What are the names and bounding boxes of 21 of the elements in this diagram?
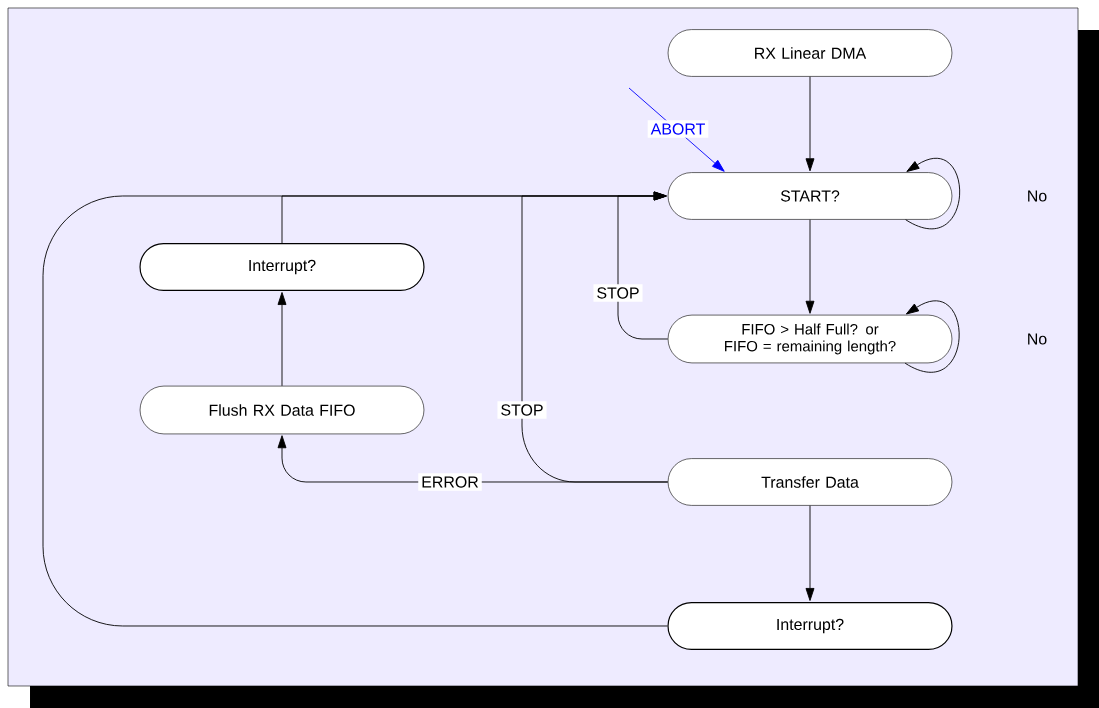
- process-box: Transfer Data: [667, 458, 953, 506]
- process-box: Flush RX Data FIFO: [139, 385, 425, 435]
- arrow: [805, 76, 815, 172]
- arrow: [805, 505, 815, 601]
- edge-label: STOP: [497, 401, 547, 419]
- edge-label: ERROR: [418, 473, 482, 491]
- process-box: FIFO > Half Full? or FIFO = remaining length?: [667, 314, 953, 364]
- arrow: [277, 292, 287, 387]
- arrow: [628, 87, 725, 172]
- edge-label: No: [1028, 190, 1047, 202]
- arrow: [42, 191, 668, 627]
- arrow: [905, 158, 961, 230]
- arrow: [904, 300, 960, 373]
- edge-label: ABORT: [647, 120, 709, 138]
- arrow: [805, 219, 815, 314]
- edge-label: No: [1028, 333, 1047, 345]
- process-box: START?: [667, 172, 953, 220]
- process-box: RX Linear DMA: [667, 29, 953, 77]
- process-box: Interrupt?: [667, 602, 953, 650]
- edge-label: STOP: [593, 284, 643, 302]
- process-box: Interrupt?: [139, 243, 425, 291]
